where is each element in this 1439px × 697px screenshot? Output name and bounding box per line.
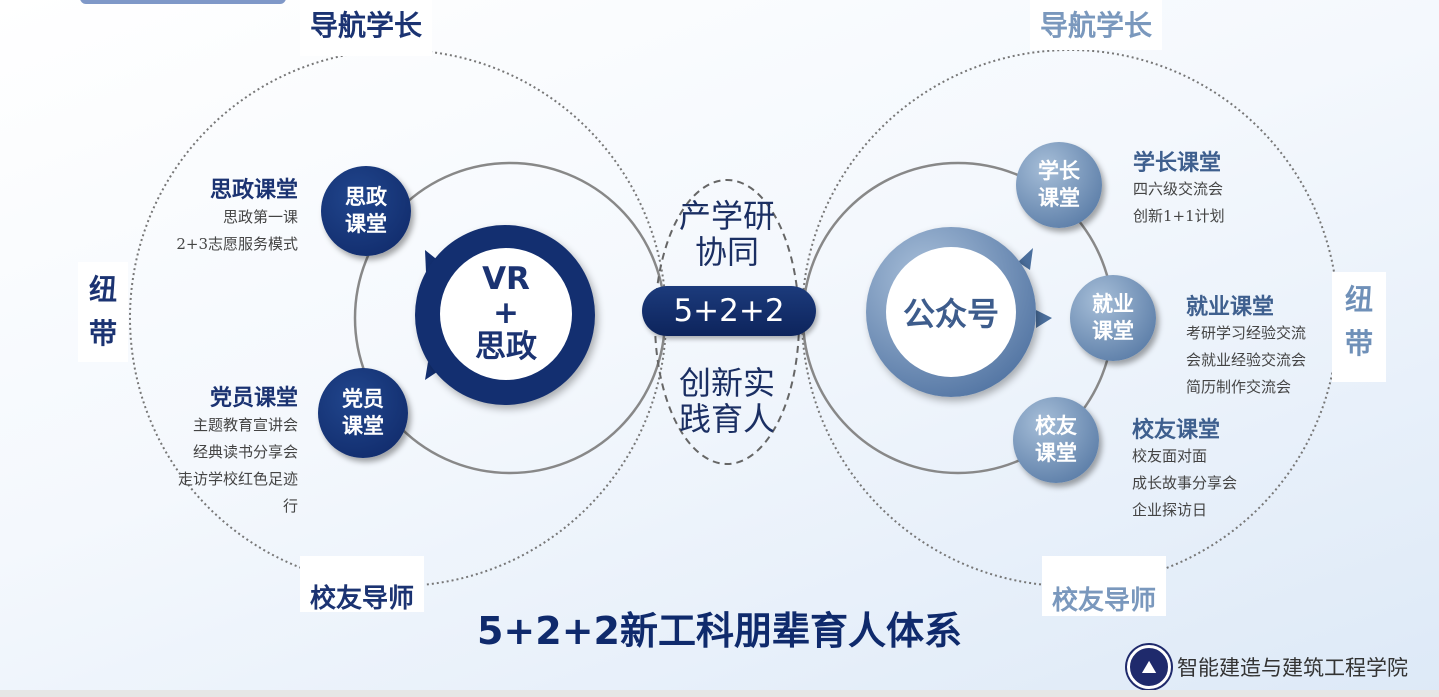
node-items: 主题教育宣讲会经典读书分享会走访学校红色足迹行 (177, 416, 298, 515)
left-bottom-tag: 校友导师 (300, 556, 425, 614)
left-arrow-tip2 (425, 362, 440, 380)
side-char: 带 (1344, 327, 1373, 360)
node-heading: 思政课堂 (209, 178, 298, 203)
node-heading: 党员课堂 (209, 386, 298, 411)
left-top-tag: 导航学长 (300, 0, 433, 56)
diagram-title: 5+2+2新工科朋辈育人体系 (476, 609, 962, 653)
node-items: 校友面对面成长故事分享会企业探访日 (1132, 447, 1238, 519)
middle-bottom-text: 创新实践育人 (678, 364, 775, 438)
side-char: 纽 (1344, 283, 1373, 316)
college-name: 智能建造与建筑工程学院 (1177, 656, 1408, 680)
node-circle-xiaoyou: 校友课堂 (1013, 397, 1099, 483)
right-top-tag: 导航学长 (1030, 0, 1163, 50)
left-side-tag: 纽带 (78, 262, 128, 362)
side-char: 纽 (88, 273, 117, 306)
node-items: 四六级交流会创新1+1计划 (1133, 180, 1225, 225)
college-brand: ⛰ 智能建造与建筑工程学院 (1127, 645, 1408, 689)
top-bar-fragment (80, 0, 286, 4)
hub-text: VR (482, 261, 530, 297)
node-circle-dangyuan: 党员课堂 (318, 368, 408, 458)
right-arrow-tip2 (1036, 310, 1052, 328)
side-char: 带 (88, 317, 117, 350)
right-bottom-tag: 校友导师 (1042, 556, 1167, 616)
hub-text: 公众号 (886, 247, 1016, 377)
node-heading: 学长课堂 (1133, 151, 1222, 176)
vr-ideology-hub: VR+思政 (415, 225, 595, 405)
right-side-tag: 纽带 (1332, 272, 1386, 382)
node-circle-jiuye: 就业课堂 (1070, 275, 1156, 361)
hub-text: 思政 (475, 329, 537, 365)
node-heading: 就业课堂 (1186, 295, 1275, 320)
center-pill-522: 5+2+2 (642, 286, 816, 336)
hub-text: + (493, 295, 519, 331)
node-items: 考研学习经验交流会就业经验交流会简历制作交流会 (1186, 324, 1307, 396)
wechat-account-hub: 公众号 (866, 227, 1036, 397)
node-circle-sizheng: 思政课堂 (321, 166, 411, 256)
node-heading: 校友课堂 (1132, 418, 1221, 443)
node-circle-xuezhang: 学长课堂 (1016, 142, 1102, 228)
college-logo-icon: ⛰ (1127, 645, 1171, 689)
bottom-bar (0, 690, 1439, 697)
middle-top-text: 产学研协同 (678, 197, 775, 271)
